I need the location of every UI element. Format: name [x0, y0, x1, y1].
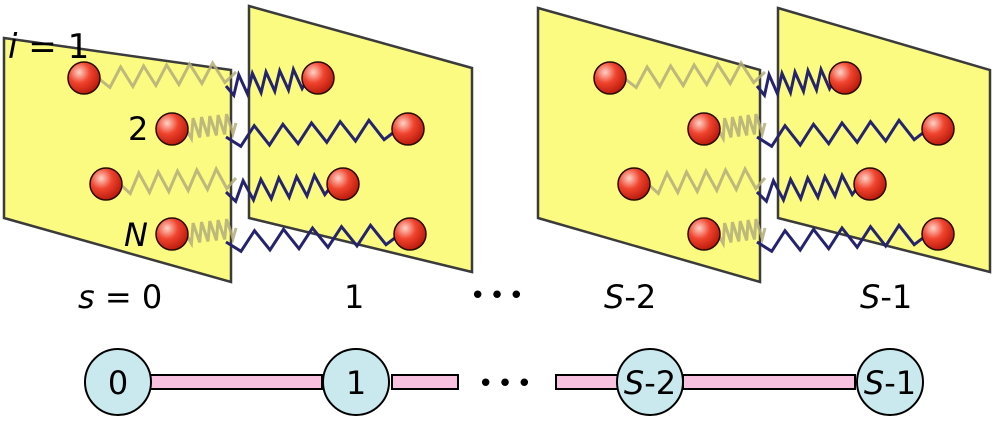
slice-group-right — [536, 6, 992, 284]
spring-group-back-right — [623, 60, 767, 249]
bead-slice0-particle-1 — [67, 61, 101, 95]
spring-front-left-3 — [224, 171, 335, 204]
spring-front-right-2 — [756, 117, 929, 149]
spring-front-right-3 — [755, 171, 862, 205]
label-particle-n: N — [124, 216, 148, 254]
ring-node-1-label: 1 — [346, 364, 366, 402]
label-particle-i: i = 1 — [8, 27, 89, 67]
ring-node-s-minus-1-label: S-1 — [864, 364, 916, 402]
label-slice-1: 1 — [344, 278, 364, 316]
ellipsis-top: ••• — [470, 281, 528, 311]
ring-bond-1-gap — [391, 374, 459, 390]
spring-group-back-left — [97, 59, 238, 249]
ring-node-s-minus-1-circle — [856, 348, 924, 416]
slice-group-left — [2, 4, 474, 284]
bead-slice0-particle-4 — [155, 217, 189, 251]
spring-group-front-left — [224, 64, 401, 254]
spring-back-right-3 — [646, 165, 767, 197]
ring-node-1: 1 — [322, 348, 390, 416]
bead-slice0-particle-2 — [155, 112, 189, 146]
bead-slice1-particle-1 — [301, 61, 335, 95]
bead-sliceS1-particle-4 — [921, 217, 955, 251]
ring-node-s-minus-1: S-1 — [856, 348, 924, 416]
label-particle-2: 2 — [128, 110, 148, 148]
bead-sliceS1-particle-2 — [921, 112, 955, 146]
spring-back-right-1 — [623, 60, 767, 90]
ring-polymer: 0 1 S-2 S-1 ••• — [84, 348, 924, 416]
ring-bond-s2-s1 — [682, 374, 856, 390]
spring-group-front-right — [755, 64, 929, 254]
bead-layer — [67, 61, 955, 251]
spring-back-left-4 — [184, 218, 238, 249]
spring-back-right-4 — [716, 218, 767, 249]
bead-sliceS1-particle-3 — [853, 167, 887, 201]
spring-back-left-1 — [97, 59, 238, 90]
bead-sliceS1-particle-1 — [828, 61, 862, 95]
ring-node-s-minus-2-label: S-2 — [624, 364, 676, 402]
bead-sliceS2-particle-2 — [687, 112, 721, 146]
time-slice-plate-s-minus-2 — [536, 6, 762, 284]
spring-back-left-2 — [184, 113, 238, 144]
label-slice-s-minus-2: S-2 — [604, 278, 656, 316]
spring-front-left-4 — [225, 222, 401, 254]
ring-node-0-label: 0 — [108, 364, 128, 402]
spring-back-left-3 — [118, 165, 238, 197]
spring-back-right-2 — [716, 113, 767, 144]
bead-sliceS2-particle-1 — [593, 61, 627, 95]
ring-node-1-circle — [322, 348, 390, 416]
spring-front-left-1 — [224, 64, 310, 99]
spring-front-right-1 — [755, 64, 837, 99]
ring-node-layer: 0 1 S-2 S-1 — [84, 348, 924, 416]
ellipsis-bottom: ••• — [478, 369, 536, 399]
bead-slice1-particle-4 — [393, 217, 427, 251]
bead-slice1-particle-2 — [391, 112, 425, 146]
ring-bond-gap-s2 — [555, 374, 619, 390]
label-slice-0: s = 0 — [78, 278, 162, 316]
ring-bond-0-1 — [149, 374, 323, 390]
bead-slice1-particle-3 — [326, 167, 360, 201]
bead-slice0-particle-3 — [89, 167, 123, 201]
bead-sliceS2-particle-4 — [687, 217, 721, 251]
label-slice-s-minus-1: S-1 — [860, 278, 912, 316]
ring-node-s-minus-2-circle — [616, 348, 684, 416]
ring-node-0-circle — [84, 348, 152, 416]
bead-sliceS2-particle-3 — [617, 167, 651, 201]
ring-node-0: 0 — [84, 348, 152, 416]
spring-front-right-4 — [756, 222, 929, 254]
spring-front-left-2 — [225, 117, 399, 149]
ring-node-s-minus-2: S-2 — [616, 348, 684, 416]
